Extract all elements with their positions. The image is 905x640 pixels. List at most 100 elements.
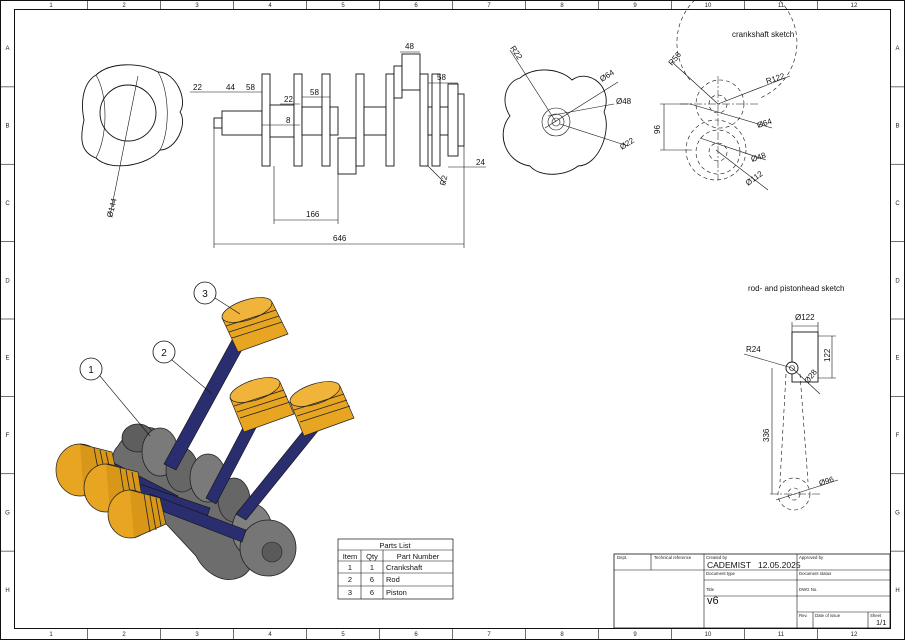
dim-side-22a: 22 xyxy=(193,83,202,92)
title-block: Dept. Technical reference Created by CAD… xyxy=(613,553,891,629)
dim-side-646: 646 xyxy=(333,234,347,243)
zone-row-right-H: H xyxy=(895,588,899,594)
dim-side-24: 24 xyxy=(476,158,485,167)
dim-rod-r24: R24 xyxy=(746,345,761,354)
rod-pistonhead-sketch: rod- and pistonhead sketch Ø122 122 R24 … xyxy=(743,284,845,511)
parts-list-r3-qty: 6 xyxy=(370,588,374,597)
parts-list-header-qty: Qty xyxy=(366,552,378,561)
tb-approved-label: Approved by xyxy=(799,555,824,560)
tb-date: 12.05.2025 xyxy=(758,560,801,570)
tb-sheet-label: Sheet xyxy=(870,613,882,618)
tb-docstatus-label: Document status xyxy=(799,571,831,576)
parts-list-r2-qty: 6 xyxy=(370,575,374,584)
crankshaft-sketch-title: crankshaft sketch xyxy=(732,30,794,39)
zone-col-top-4: 4 xyxy=(268,3,272,9)
zone-row-left-E: E xyxy=(5,356,9,362)
dim-rod-122h: 122 xyxy=(823,348,832,362)
zone-col-top-6: 6 xyxy=(414,3,418,9)
tb-sheet: 1/1 xyxy=(876,618,886,627)
zone-row-left-H: H xyxy=(5,588,9,594)
zone-row-left-D: D xyxy=(5,278,10,284)
zone-row-right-D: D xyxy=(895,278,900,284)
zone-col-top-12: 12 xyxy=(851,3,858,9)
zone-col-top-8: 8 xyxy=(560,3,564,9)
zone-col-bottom-3: 3 xyxy=(195,632,199,638)
zone-row-left-F: F xyxy=(6,433,10,439)
tb-title: v6 xyxy=(707,595,719,607)
zone-col-bottom-7: 7 xyxy=(487,632,491,638)
zone-col-top-9: 9 xyxy=(633,3,637,9)
zone-col-top-3: 3 xyxy=(195,3,199,9)
connecting-rods xyxy=(99,339,323,543)
balloon-3-label: 3 xyxy=(202,289,208,300)
dim-side-48: 48 xyxy=(405,42,414,51)
engine-isometric-view: 1 2 3 xyxy=(55,281,355,580)
tb-dept-label: Dept. xyxy=(617,555,627,560)
tb-rev-label: Rev. xyxy=(799,613,808,618)
tb-created-by: CADEMIST xyxy=(707,560,751,570)
tb-dwgno-label: DWG No. xyxy=(799,587,817,592)
zone-col-top-11: 11 xyxy=(778,3,785,9)
tb-dateissue-label: Date of issue xyxy=(815,613,841,618)
dim-side-58c: 58 xyxy=(437,73,446,82)
zone-col-bottom-10: 10 xyxy=(705,632,712,638)
piston-upper-2 xyxy=(229,377,295,433)
dim-side-58b: 58 xyxy=(310,88,319,97)
zone-col-top-2: 2 xyxy=(122,3,126,9)
dim-sketch-96: 96 xyxy=(653,125,662,134)
zone-row-left-G: G xyxy=(5,510,10,516)
parts-list-r3-part: Piston xyxy=(386,588,407,597)
zone-row-right-F: F xyxy=(896,433,900,439)
zone-row-right-G: G xyxy=(895,510,900,516)
zone-col-bottom-5: 5 xyxy=(341,632,345,638)
crankshaft-front-view: Ø144 xyxy=(81,64,183,218)
balloon-2: 2 xyxy=(152,340,213,395)
parts-list-r2-part: Rod xyxy=(386,575,400,584)
dim-side-22b: 22 xyxy=(284,95,293,104)
zone-col-bottom-9: 9 xyxy=(633,632,637,638)
zone-row-right-B: B xyxy=(895,124,899,130)
parts-list-table: Parts List Item Qty Part Number 1 1 Cran… xyxy=(337,538,454,600)
dim-side-r2: R2 xyxy=(438,174,449,187)
zone-col-bottom-6: 6 xyxy=(414,632,418,638)
zone-row-left-B: B xyxy=(5,124,9,130)
tb-techref-label: Technical reference xyxy=(654,555,692,560)
zone-row-right-E: E xyxy=(895,356,899,362)
zone-col-bottom-12: 12 xyxy=(851,632,858,638)
parts-list-r3-item: 3 xyxy=(348,588,352,597)
parts-list-r1-item: 1 xyxy=(348,563,352,572)
piston-upper-3 xyxy=(289,381,355,437)
zone-col-top-10: 10 xyxy=(705,3,712,9)
balloon-2-label: 2 xyxy=(161,348,167,359)
dim-side-58a: 58 xyxy=(246,83,255,92)
zone-col-bottom-4: 4 xyxy=(268,632,272,638)
tb-title-label: Title xyxy=(706,587,715,592)
zone-col-bottom-11: 11 xyxy=(778,632,785,638)
dim-side-166: 166 xyxy=(306,210,320,219)
zone-col-bottom-1: 1 xyxy=(49,632,53,638)
zone-row-left-C: C xyxy=(5,201,10,207)
piston-upper-1 xyxy=(221,297,289,353)
dim-side-44: 44 xyxy=(226,83,235,92)
piston-lower-3 xyxy=(107,489,167,539)
crankshaft-side-view: 22 44 58 22 58 8 48 58 24 R2 166 646 xyxy=(190,42,486,248)
pistons xyxy=(55,297,355,539)
tb-doctype-label: Document type xyxy=(706,571,736,576)
rod-sketch-title: rod- and pistonhead sketch xyxy=(748,284,845,293)
parts-list-r1-qty: 1 xyxy=(370,563,374,572)
zone-col-top-7: 7 xyxy=(487,3,491,9)
zone-col-bottom-8: 8 xyxy=(560,632,564,638)
parts-list-header-item: Item xyxy=(343,552,358,561)
parts-list-header-part: Part Number xyxy=(397,552,440,561)
balloon-3: 3 xyxy=(193,281,241,315)
zone-row-left-A: A xyxy=(5,46,9,52)
tb-created-label: Created by xyxy=(706,555,728,560)
zone-row-right-C: C xyxy=(895,201,900,207)
zone-col-top-5: 5 xyxy=(341,3,345,9)
balloon-1: 1 xyxy=(79,357,151,437)
balloon-1-label: 1 xyxy=(88,365,94,376)
dim-rod-336: 336 xyxy=(762,428,771,442)
parts-list-r2-item: 2 xyxy=(348,575,352,584)
